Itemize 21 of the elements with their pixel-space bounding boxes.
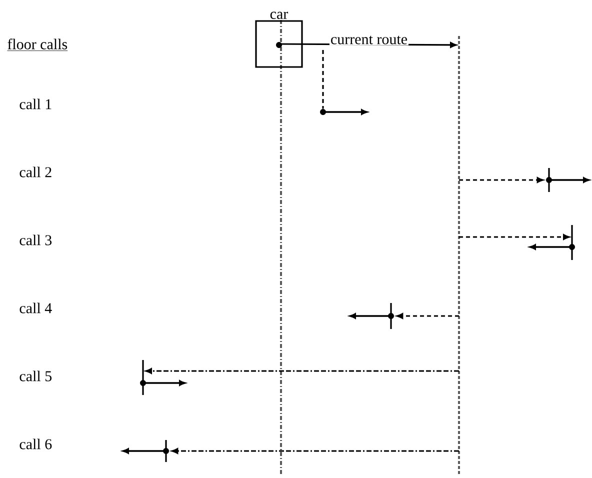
call-point	[320, 109, 326, 115]
call-point	[388, 313, 394, 319]
floor-label: call 3	[20, 234, 52, 246]
floor-label: call 1	[20, 98, 52, 110]
floor-label: call 5	[20, 370, 52, 382]
call-point	[569, 244, 575, 250]
edge-label: current route	[331, 36, 407, 44]
floor-label: call 6	[20, 438, 52, 450]
floor-label: call 4	[20, 302, 52, 314]
floor-label: call 2	[20, 166, 52, 178]
call-point	[163, 448, 169, 454]
car-box: car	[255, 12, 303, 68]
node-label: car	[270, 12, 288, 19]
arrow	[172, 448, 459, 454]
arrow	[396, 313, 459, 319]
heading: floor calls	[7, 38, 68, 51]
arrow	[459, 177, 544, 183]
arrow	[145, 368, 459, 374]
call-point	[140, 380, 146, 386]
call-point	[546, 177, 552, 183]
arrow	[459, 234, 570, 240]
